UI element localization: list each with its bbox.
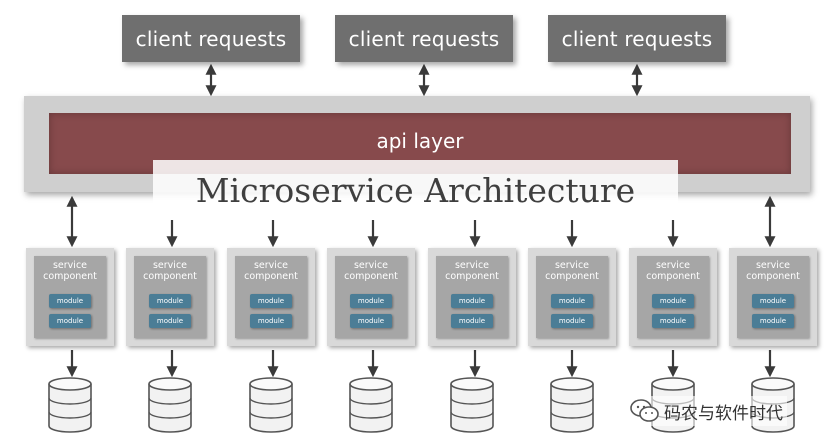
service-component: service component module module — [126, 248, 214, 346]
service-component-label: service component — [143, 260, 197, 282]
api-layer-label: api layer — [376, 129, 464, 153]
client-requests-label: client requests — [348, 26, 500, 51]
module-box: module — [49, 294, 91, 308]
service-component: service component module module — [428, 248, 516, 346]
database-icon — [550, 377, 594, 433]
module-box: module — [551, 294, 593, 308]
client-requests-label: client requests — [135, 26, 287, 51]
database-icon — [148, 377, 192, 433]
module-box: module — [752, 294, 794, 308]
service-component: service component module module — [629, 248, 717, 346]
service-component: service component module module — [327, 248, 415, 346]
service-component-inner: service component module module — [34, 256, 106, 338]
diagram-title-text: Microservice Architecture — [195, 170, 636, 210]
module-box: module — [551, 314, 593, 328]
service-component-inner: service component module module — [436, 256, 508, 338]
service-component: service component module module — [528, 248, 616, 346]
module-box: module — [250, 314, 292, 328]
module-box: module — [652, 294, 694, 308]
module-box: module — [350, 314, 392, 328]
service-component-label: service component — [244, 260, 298, 282]
client-requests-box-2: client requests — [335, 15, 513, 62]
service-component-label: service component — [344, 260, 398, 282]
database-icon — [48, 377, 92, 433]
module-box: module — [250, 294, 292, 308]
watermark-text: 码农与软件时代 — [664, 403, 783, 424]
database-icon — [450, 377, 494, 433]
module-box: module — [49, 314, 91, 328]
database-icon — [349, 377, 393, 433]
module-box: module — [752, 314, 794, 328]
service-component: service component module module — [729, 248, 817, 346]
client-requests-box-1: client requests — [122, 15, 300, 62]
service-component-inner: service component module module — [737, 256, 809, 338]
service-component-inner: service component module module — [536, 256, 608, 338]
module-box: module — [451, 294, 493, 308]
client-requests-box-3: client requests — [548, 15, 726, 62]
service-component-inner: service component module module — [134, 256, 206, 338]
service-component-inner: service component module module — [637, 256, 709, 338]
module-box: module — [652, 314, 694, 328]
service-component: service component module module — [26, 248, 114, 346]
service-component-label: service component — [545, 260, 599, 282]
client-requests-label: client requests — [561, 26, 713, 51]
watermark: 码农与软件时代 — [626, 396, 787, 426]
service-component-label: service component — [445, 260, 499, 282]
database-icon — [249, 377, 293, 433]
module-box: module — [149, 314, 191, 328]
service-component: service component module module — [227, 248, 315, 346]
service-component-label: service component — [646, 260, 700, 282]
module-box: module — [350, 294, 392, 308]
diagram-title: Microservice Architecture — [153, 160, 678, 220]
service-component-inner: service component module module — [235, 256, 307, 338]
service-component-inner: service component module module — [335, 256, 407, 338]
module-box: module — [149, 294, 191, 308]
service-component-label: service component — [746, 260, 800, 282]
service-component-label: service component — [43, 260, 97, 282]
module-box: module — [451, 314, 493, 328]
wechat-icon — [630, 399, 659, 422]
